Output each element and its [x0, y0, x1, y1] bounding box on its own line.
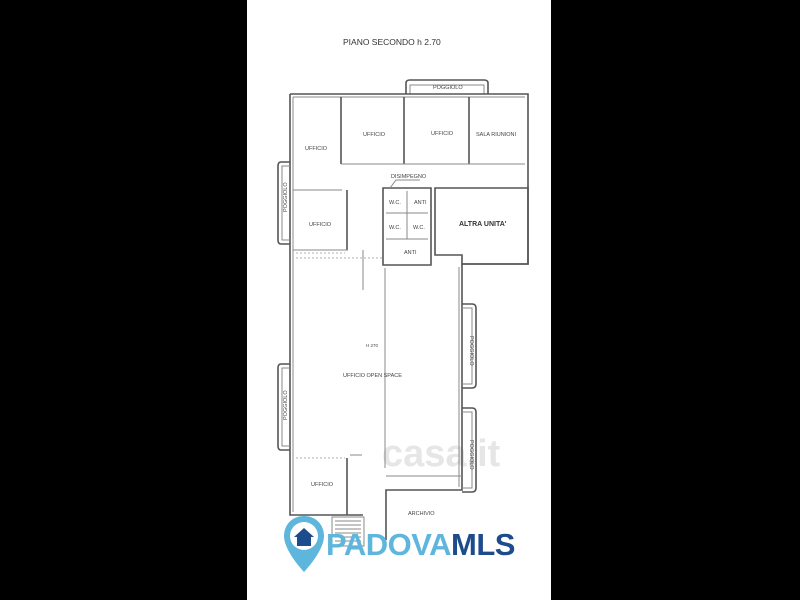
balcony-right-top [462, 303, 477, 389]
logo-text-mls: MLS [451, 526, 515, 562]
other-unit-block [434, 187, 529, 265]
label-ufficio-2: UFFICIO [363, 132, 386, 138]
label-ufficio-small: UFFICIO [309, 222, 332, 228]
label-poggiolo-left-bottom: POGGIOLO [283, 390, 289, 420]
label-wc-2: W.C. [389, 225, 401, 231]
balcony-top [405, 79, 489, 94]
stairs [331, 516, 365, 547]
label-altra-unita: ALTRA UNITA' [459, 221, 507, 228]
label-archivio: ARCHIVIO [408, 511, 435, 517]
logo-text-padova: PADOVA [326, 526, 452, 562]
label-ufficio-3: UFFICIO [431, 131, 454, 137]
top-partitions [293, 97, 525, 254]
padova-mls-logo: PADOVAMLS [282, 514, 515, 574]
label-poggiolo-right-bottom: POGGIOLO [468, 440, 474, 470]
label-wc-3: W.C. [413, 225, 425, 231]
label-poggiolo-left-top: POGGIOLO [283, 182, 289, 212]
label-anti-1: ANTI [414, 200, 427, 206]
label-poggiolo-right-top: POGGIOLO [468, 336, 474, 366]
open-space-lines [296, 250, 462, 515]
label-open-space: UFFICIO OPEN SPACE [343, 373, 402, 379]
label-poggiolo-top: POGGIOLO [433, 85, 463, 91]
logo-wordmark: PADOVAMLS [326, 529, 515, 560]
label-anti-2: ANTI [404, 250, 417, 256]
label-disimpegno: DISIMPEGNO [391, 174, 427, 180]
bathroom-block [382, 179, 432, 266]
label-ufficio-bottom: UFFICIO [311, 482, 334, 488]
label-sala-riunioni: SALA RIUNIONI [476, 132, 517, 138]
balcony-left-bottom [277, 363, 290, 451]
balcony-left-top [277, 161, 290, 245]
label-wc-1: W.C. [389, 200, 401, 206]
label-ufficio-1: UFFICIO [305, 146, 328, 152]
floor-plan-sheet [247, 0, 551, 600]
house-pin-icon [284, 516, 324, 572]
plan-title: PIANO SECONDO h 2.70 [343, 37, 441, 47]
watermark: casa.it [382, 433, 501, 475]
label-height-note: H 270 [366, 343, 379, 348]
balcony-right-bottom [462, 407, 477, 493]
